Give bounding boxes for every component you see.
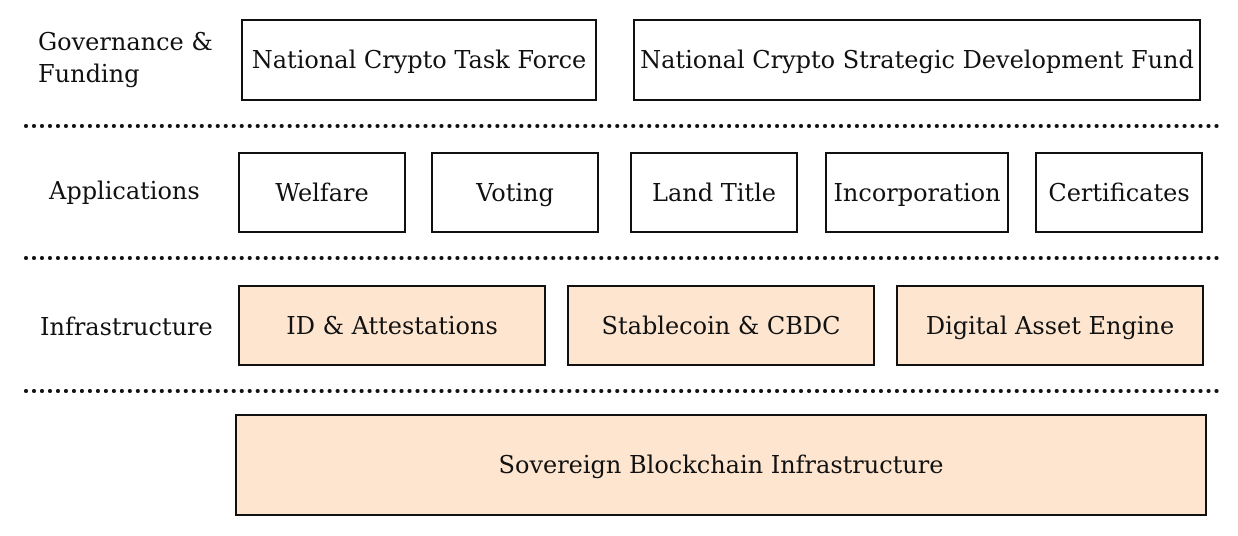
foundation-box-sovereign-blockchain: Sovereign Blockchain Infrastructure bbox=[235, 414, 1207, 516]
governance-layer-label: Governance & Funding bbox=[38, 28, 213, 88]
application-box-certificates: Certificates bbox=[1035, 152, 1203, 233]
application-box-incorporation: Incorporation bbox=[825, 152, 1009, 233]
applications-layer-label: Applications bbox=[49, 177, 200, 205]
application-box-voting: Voting bbox=[431, 152, 599, 233]
layer-divider-1 bbox=[24, 124, 1220, 128]
infrastructure-box-id-attestations: ID & Attestations bbox=[238, 285, 546, 366]
infrastructure-box-digital-asset-engine: Digital Asset Engine bbox=[896, 285, 1204, 366]
infrastructure-layer-label: Infrastructure bbox=[40, 313, 213, 341]
governance-box-task-force: National Crypto Task Force bbox=[241, 19, 597, 101]
application-box-welfare: Welfare bbox=[238, 152, 406, 233]
layer-divider-3 bbox=[24, 389, 1220, 393]
layer-divider-2 bbox=[24, 256, 1220, 260]
application-box-land-title: Land Title bbox=[630, 152, 798, 233]
governance-box-development-fund: National Crypto Strategic Development Fu… bbox=[633, 19, 1201, 101]
infrastructure-box-stablecoin-cbdc: Stablecoin & CBDC bbox=[567, 285, 875, 366]
